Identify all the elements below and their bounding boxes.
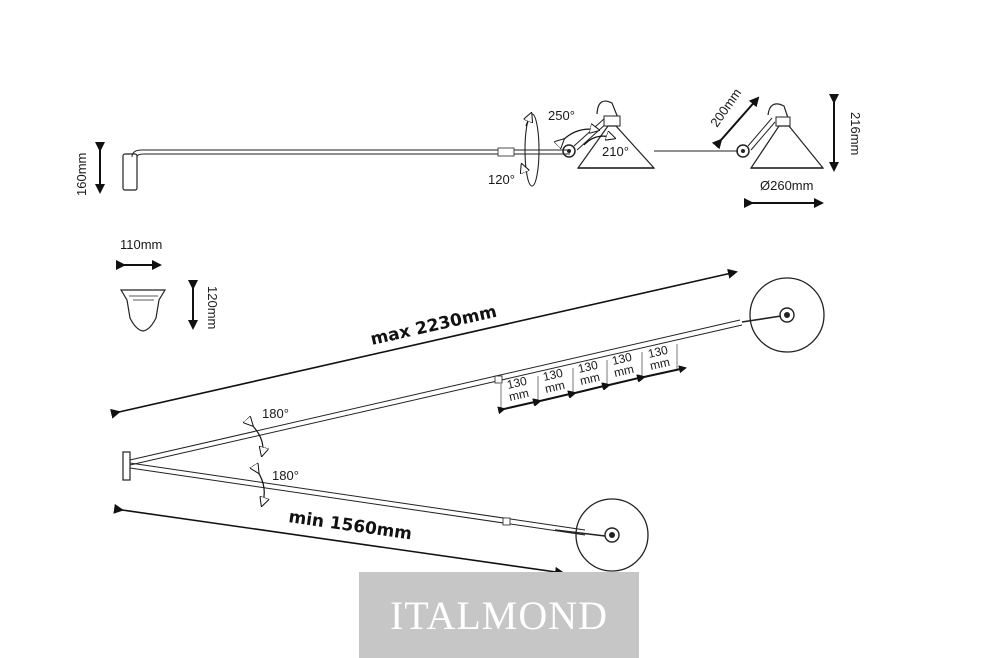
- side-view: 160mm 120° 250° 210° 200mm 216: [74, 86, 863, 208]
- step-arrow-2: [533, 390, 576, 407]
- extended-arm: [129, 319, 743, 466]
- step-unit-1: mm: [508, 386, 531, 404]
- knuckle-pin-2: [741, 149, 745, 153]
- step-value-3: 130: [577, 358, 600, 376]
- short-arm-2: [747, 117, 776, 151]
- bracket-detail-lines: [129, 295, 158, 301]
- max-length-label: max 2230mm: [369, 302, 499, 350]
- step-label-1: 130: [506, 374, 529, 392]
- shade-hook-2: [767, 103, 789, 119]
- mount-height-label: 160mm: [74, 153, 89, 196]
- angle-210-label: 210°: [602, 144, 629, 159]
- step-value-5: 130: [647, 343, 670, 361]
- step-arrow-3: [568, 382, 610, 399]
- bracket-height-label: 120mm: [205, 286, 220, 329]
- step-value-1: 130: [506, 374, 529, 392]
- step-unit-4: mm: [613, 362, 636, 380]
- rotation-arrow-bottom: [522, 165, 524, 170]
- wall-plate: [122, 451, 131, 481]
- shade-plan-upper: [749, 277, 825, 353]
- step-value-4: 130: [611, 350, 634, 368]
- swing-upper-label: 180°: [262, 406, 289, 421]
- rotation-arrow-top: [526, 114, 531, 127]
- step-arrow-5: [637, 365, 687, 383]
- arm-joint-upper: [494, 375, 503, 384]
- angle-210-arc: [583, 136, 614, 146]
- shade-hook-1: [596, 100, 619, 119]
- arm-200-arrow: [711, 96, 760, 150]
- arm-joint-lower: [502, 517, 511, 526]
- swing-lower-arc: [258, 472, 264, 505]
- rotation-120-label: 120°: [488, 172, 515, 187]
- step-extensions: 130 mm 130 mm 130 mm 130 mm 130 mm: [497, 343, 687, 415]
- min-length-arrow: [113, 503, 565, 577]
- shade-cap-2: [775, 116, 791, 127]
- min-length-label: min 1560mm: [287, 507, 413, 544]
- shade-cap-1: [603, 115, 621, 127]
- step-guides: [500, 344, 678, 410]
- arm-bottom-line: [136, 153, 570, 158]
- shade-hub-pin-upper: [784, 312, 790, 318]
- swing-upper-arc: [252, 425, 263, 455]
- max-length-arrow: [110, 268, 738, 419]
- shade-hub-lower: [604, 527, 620, 543]
- bracket-detail: 110mm 120mm: [116, 237, 220, 332]
- step-arrow-4: [602, 374, 645, 391]
- shade-hub-pin-lower: [609, 532, 615, 538]
- shade-plan-lower: [575, 498, 649, 572]
- watermark: ITALMOND: [359, 572, 639, 658]
- step-unit-2: mm: [544, 378, 567, 396]
- plan-view: max 2230mm min 1560mm 180° 180° 130 mm 1…: [110, 268, 825, 577]
- shade-hub-upper: [779, 307, 795, 323]
- step-arrow-1: [497, 398, 541, 415]
- step-unit-5: mm: [649, 355, 672, 373]
- shade-link-upper: [741, 315, 782, 323]
- shade-height-label: 216mm: [848, 112, 863, 155]
- step-value-2: 130: [542, 366, 565, 384]
- knuckle-pin-1: [567, 149, 571, 153]
- wall-bracket: [122, 153, 138, 191]
- angle-250-label: 250°: [548, 108, 575, 123]
- shade-link-lower: [554, 529, 606, 537]
- arm-joint: [497, 147, 515, 157]
- watermark-text: ITALMOND: [389, 592, 609, 638]
- step-unit-3: mm: [579, 370, 602, 388]
- angle-250-arc: [563, 129, 598, 140]
- swing-lower-label: 180°: [272, 468, 299, 483]
- arm-200-label: 200mm: [707, 86, 744, 130]
- bracket-width-label: 110mm: [120, 237, 162, 252]
- shade-diameter-label: Ø260mm: [760, 178, 813, 193]
- arm-top-line: [131, 149, 570, 158]
- shade-cone-2: [749, 125, 825, 169]
